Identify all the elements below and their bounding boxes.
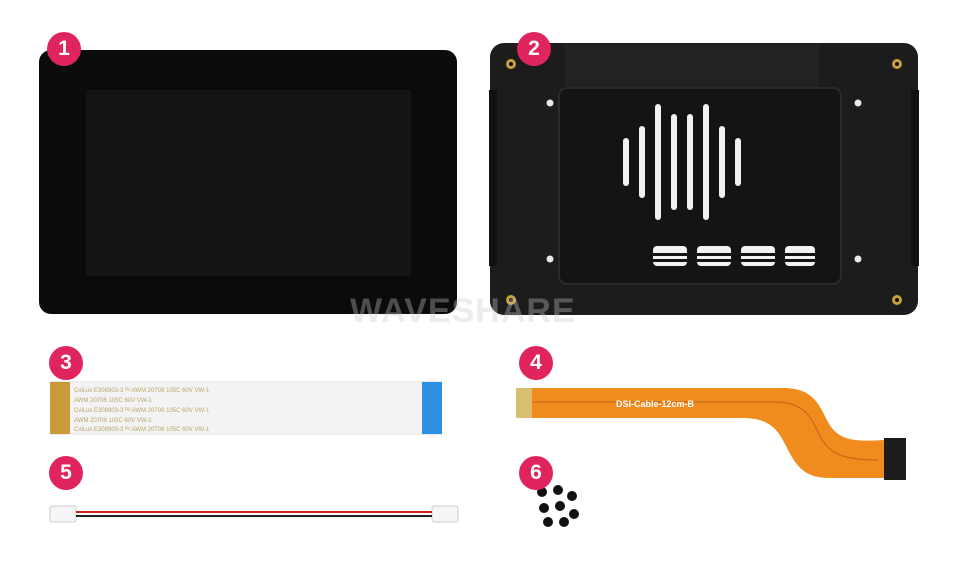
ffc-print-line-5: CviLux E308903-3 ᴿᵁ AWM 20706 105C 60V V… — [74, 426, 210, 433]
dsi-flex-cable: DSI-Cable-12cm-B — [512, 382, 907, 487]
watermark-text: WAVESHARE — [350, 292, 576, 330]
display-rear-case — [489, 42, 919, 316]
dsi-cable-label: DSI-Cable-12cm-B — [616, 399, 695, 409]
screws-set — [532, 484, 582, 530]
label-6: 6 — [519, 456, 553, 490]
ffc-print-line-4: AWM 20706 105C 60V VW-1 — [74, 418, 152, 424]
label-1: 1 — [47, 32, 81, 66]
ffc-print-line-1: CviLux E308903-3 ᴿᵁ AWM 20706 105C 60V V… — [74, 387, 210, 394]
label-4: 4 — [519, 346, 553, 380]
label-5: 5 — [49, 456, 83, 490]
label-3: 3 — [49, 346, 83, 380]
ffc-print-line-3: CviLux E308903-3 ᴿᵁ AWM 20706 105C 60V V… — [74, 407, 210, 414]
connector-cable — [44, 500, 464, 530]
ffc-print-line-2: AWM 20706 105C 60V VW-1 — [74, 398, 152, 404]
ffc-ribbon-cable: CviLux E308903-3 ᴿᵁ AWM 20706 105C 60V V… — [49, 378, 443, 438]
label-2: 2 — [517, 32, 551, 66]
display-panel-front — [38, 49, 458, 315]
